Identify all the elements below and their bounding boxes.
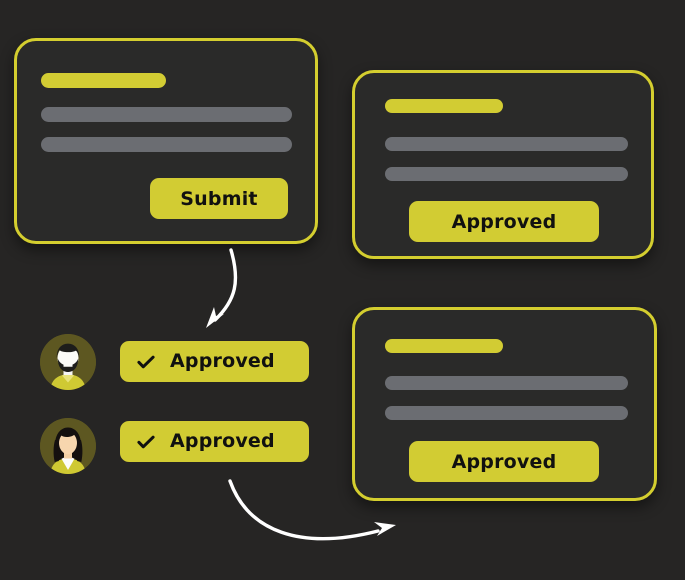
card-title-placeholder [385, 99, 503, 113]
card-body-placeholder-line-2 [385, 406, 628, 420]
approved-card-top: Approved [352, 70, 654, 259]
approved-card-bottom: Approved [352, 307, 657, 501]
female-avatar-icon [40, 418, 96, 474]
approved-button[interactable]: Approved [409, 201, 599, 242]
card-body-placeholder-line-1 [385, 137, 628, 151]
card-body-placeholder-line-2 [385, 167, 628, 181]
approver-status-label: Approved [170, 350, 275, 372]
card-title-placeholder [41, 73, 166, 88]
card-title-placeholder [385, 339, 503, 353]
check-icon [137, 435, 155, 448]
approver-status-badge[interactable]: Approved [120, 341, 309, 382]
flow-arrow-submit-to-approvers [206, 248, 238, 328]
male-avatar-icon [40, 334, 96, 390]
card-body-placeholder-line-1 [41, 107, 292, 122]
request-card: Submit [14, 38, 318, 244]
check-icon [137, 355, 155, 368]
approver-status-badge[interactable]: Approved [120, 421, 309, 462]
card-body-placeholder-line-1 [385, 376, 628, 390]
card-body-placeholder-line-2 [41, 137, 292, 152]
approved-button[interactable]: Approved [409, 441, 599, 482]
approver-status-label: Approved [170, 430, 275, 452]
submit-button[interactable]: Submit [150, 178, 288, 219]
